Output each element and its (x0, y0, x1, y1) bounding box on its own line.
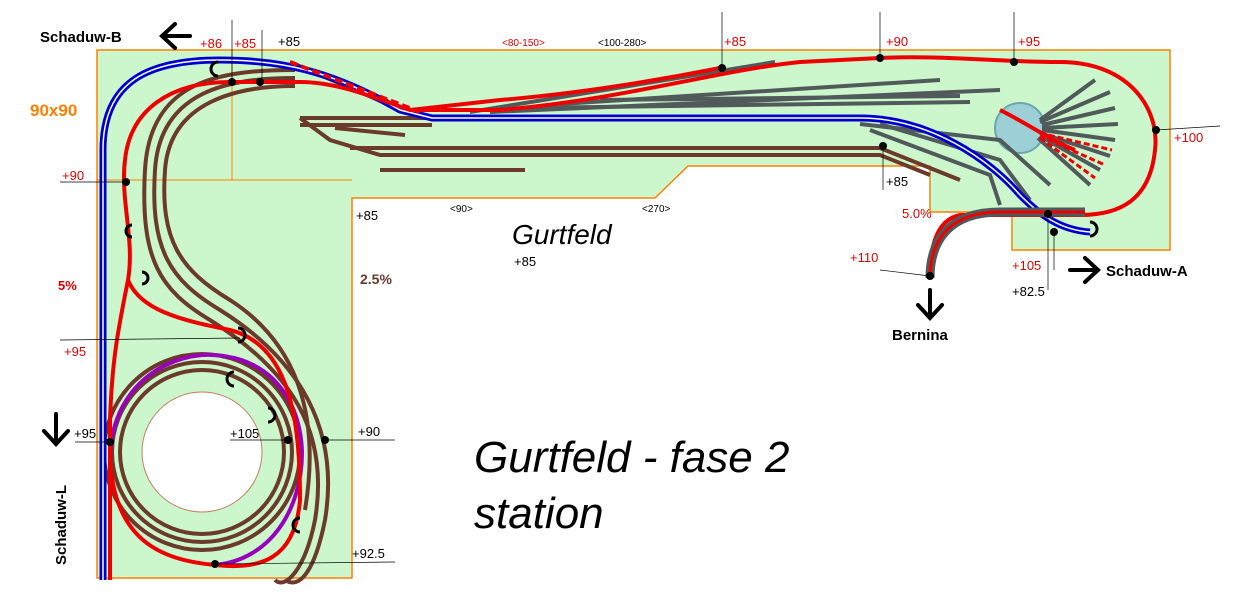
bernina-label: Bernina (892, 327, 949, 344)
height-85-station: +85 (514, 254, 536, 269)
height-92-5: +92.5 (352, 546, 385, 561)
station-name: Gurtfeld (512, 219, 613, 250)
height-82-5: +82.5 (1012, 284, 1045, 299)
height-markers (106, 54, 1160, 568)
schaduw-b-label: Schaduw-B (40, 29, 122, 46)
title-line-1: Gurtfeld - fase 2 (474, 433, 789, 482)
height-85-red: +85 (234, 36, 256, 51)
title-line-2: station (474, 489, 604, 538)
yard-sidings (469, 60, 1052, 206)
helix-hole (141, 391, 263, 513)
height-105-right: +105 (1012, 258, 1041, 273)
height-90-top: +90 (886, 34, 908, 49)
height-105-helix: +105 (230, 426, 259, 441)
height-100: +100 (1174, 130, 1203, 145)
height-85-right: +85 (886, 174, 908, 189)
purple-track (108, 352, 305, 580)
arrow-down-icon (42, 412, 70, 447)
bernina-ramp-red (928, 210, 1085, 279)
height-110: +110 (850, 250, 878, 265)
grade-5-label: 5% (58, 278, 77, 293)
uncoupler-marks (124, 60, 1099, 534)
arrow-down-icon (916, 288, 944, 321)
arrow-icons (42, 22, 1101, 447)
leader-lines (59, 12, 1221, 565)
length-90: <90> (450, 204, 473, 215)
arrow-right-icon (1068, 256, 1101, 284)
roundhouse-red-tracks (1039, 131, 1113, 180)
schaduw-a-label: Schaduw-A (1106, 263, 1188, 280)
length-80-150: <80-150> (502, 38, 545, 49)
length-100-280: <100-280> (598, 38, 647, 49)
arrow-left-icon (159, 22, 192, 50)
schaduw-l-label: Schaduw-L (53, 485, 70, 565)
height-95-left: +95 (64, 344, 86, 359)
height-95-bottomleft: +95 (74, 426, 96, 441)
height-85-mid-red: +85 (724, 34, 746, 49)
grade-50-label: 5.0% (902, 206, 932, 221)
length-270: <270> (642, 204, 671, 215)
height-85-corner: +85 (356, 208, 378, 223)
height-86: +86 (200, 36, 222, 51)
height-85-top: +85 (278, 34, 300, 49)
size-label: 90x90 (30, 101, 77, 120)
red-track (108, 55, 1158, 580)
height-90-left: +90 (62, 168, 84, 183)
height-90-helix: +90 (358, 424, 380, 439)
height-95-top: +95 (1018, 34, 1040, 49)
grade-2-5-label: 2.5% (360, 271, 392, 287)
